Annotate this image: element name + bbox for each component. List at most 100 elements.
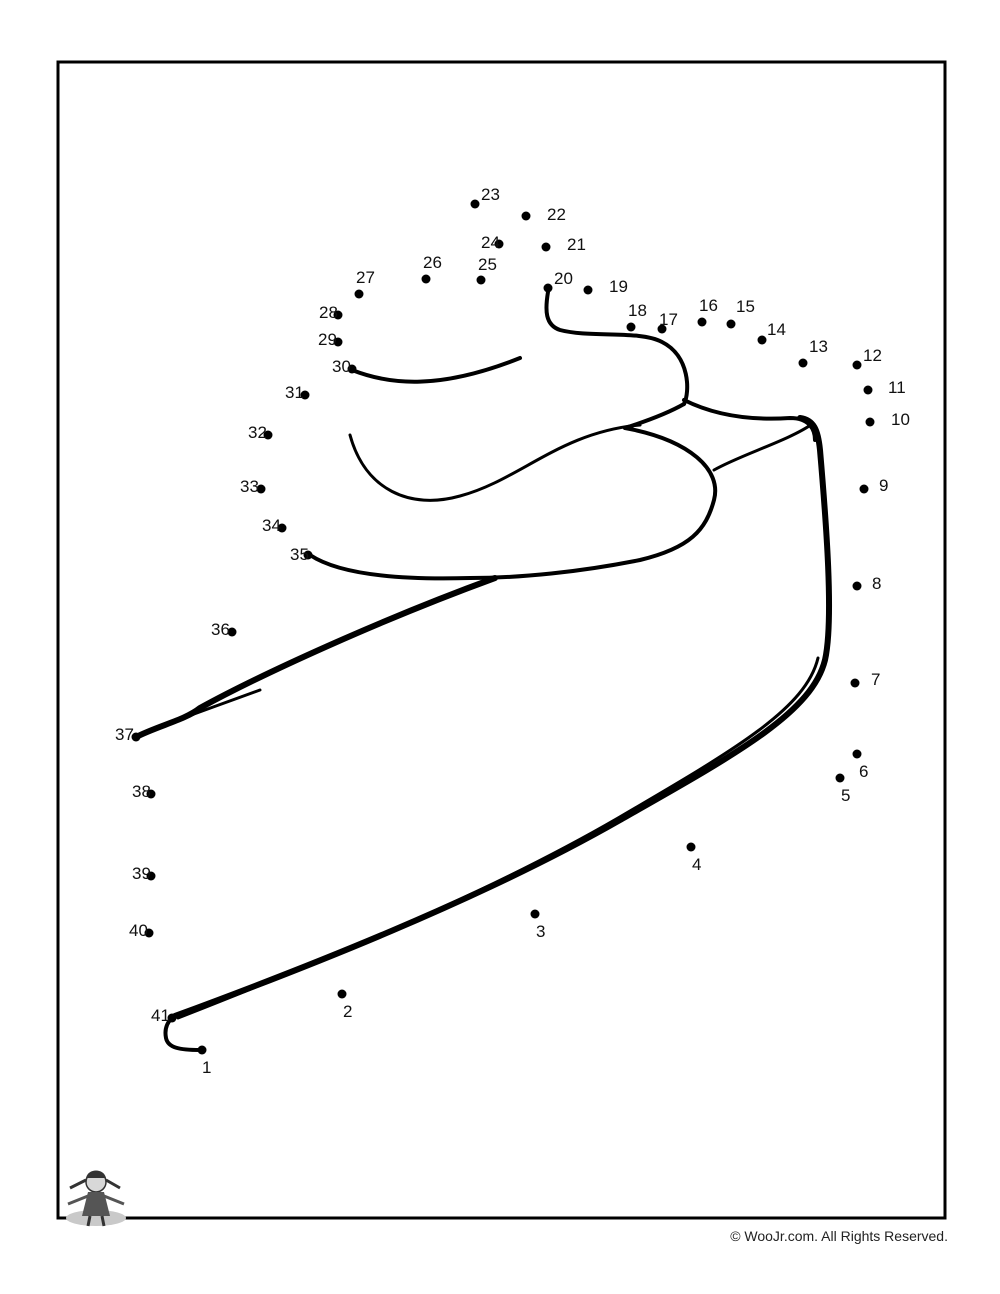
dot-number-label: 40 bbox=[129, 921, 148, 940]
dot-number-label: 27 bbox=[356, 268, 375, 287]
dot-number-label: 22 bbox=[547, 205, 566, 224]
dot-23: 23 bbox=[470, 185, 500, 209]
dot-marker bbox=[852, 360, 862, 370]
dot-marker bbox=[865, 417, 875, 427]
dot-number-label: 29 bbox=[318, 330, 337, 349]
dot-37: 37 bbox=[115, 725, 141, 744]
dot-number-label: 21 bbox=[567, 235, 586, 254]
dot-number-label: 12 bbox=[863, 346, 882, 365]
dot-26: 26 bbox=[421, 253, 442, 284]
dot-number-label: 16 bbox=[699, 296, 718, 315]
dot-33: 33 bbox=[240, 477, 266, 496]
dot-number-label: 9 bbox=[879, 476, 888, 495]
dot-marker bbox=[657, 324, 667, 334]
dot-11: 11 bbox=[863, 378, 906, 397]
dot-17: 17 bbox=[657, 310, 678, 334]
dot-marker bbox=[256, 484, 266, 494]
dot-marker bbox=[521, 211, 531, 221]
dot-number-label: 4 bbox=[692, 855, 701, 874]
dot-number-label: 11 bbox=[888, 378, 906, 397]
dot-number-label: 8 bbox=[872, 574, 881, 593]
dot-number-label: 37 bbox=[115, 725, 134, 744]
dot-marker bbox=[303, 550, 313, 560]
dot-40: 40 bbox=[129, 921, 154, 940]
dot-number-label: 1 bbox=[202, 1058, 211, 1077]
dot-marker bbox=[859, 484, 869, 494]
dot-24: 24 bbox=[481, 233, 504, 252]
dot-marker bbox=[835, 773, 845, 783]
numbered-dots: 1234567891011121314151617181920212223242… bbox=[115, 185, 910, 1077]
dot-number-label: 3 bbox=[536, 922, 545, 941]
dot-21: 21 bbox=[541, 235, 586, 254]
dot-number-label: 10 bbox=[891, 410, 910, 429]
dot-marker bbox=[333, 337, 343, 347]
dot-39: 39 bbox=[132, 864, 156, 883]
dot-marker bbox=[476, 275, 486, 285]
dot-marker bbox=[333, 310, 343, 320]
dot-marker bbox=[470, 199, 480, 209]
dot-9: 9 bbox=[859, 476, 888, 495]
dot-marker bbox=[852, 749, 862, 759]
dot-number-label: 41 bbox=[151, 1006, 170, 1025]
dot-number-label: 31 bbox=[285, 383, 304, 402]
dot-marker bbox=[300, 390, 310, 400]
dot-number-label: 36 bbox=[211, 620, 230, 639]
dot-number-label: 30 bbox=[332, 357, 351, 376]
dot-number-label: 19 bbox=[609, 277, 628, 296]
page-border bbox=[56, 60, 947, 1220]
dot-8: 8 bbox=[852, 574, 881, 593]
dot-29: 29 bbox=[318, 330, 343, 349]
dot-marker bbox=[197, 1045, 207, 1055]
dot-22: 22 bbox=[521, 205, 566, 224]
dot-number-label: 38 bbox=[132, 782, 151, 801]
dot-marker bbox=[167, 1013, 177, 1023]
dot-marker bbox=[583, 285, 593, 295]
dot-number-label: 15 bbox=[736, 297, 755, 316]
dot-14: 14 bbox=[757, 320, 786, 345]
dot-1: 1 bbox=[197, 1045, 211, 1077]
dot-marker bbox=[354, 289, 364, 299]
dot-marker bbox=[697, 317, 707, 327]
dot-31: 31 bbox=[285, 383, 310, 402]
dot-marker bbox=[543, 283, 553, 293]
dot-number-label: 25 bbox=[478, 255, 497, 274]
dot-marker bbox=[852, 581, 862, 591]
dot-number-label: 2 bbox=[343, 1002, 352, 1021]
dot-28: 28 bbox=[319, 303, 343, 322]
dot-number-label: 6 bbox=[859, 762, 868, 781]
dot-marker bbox=[277, 523, 287, 533]
dot-34: 34 bbox=[262, 516, 287, 535]
dot-38: 38 bbox=[132, 782, 156, 801]
dot-marker bbox=[146, 871, 156, 881]
dot-15: 15 bbox=[726, 297, 755, 329]
dot-marker bbox=[626, 322, 636, 332]
dot-number-label: 28 bbox=[319, 303, 338, 322]
dot-6: 6 bbox=[852, 749, 868, 781]
dot-number-label: 39 bbox=[132, 864, 151, 883]
dot-5: 5 bbox=[835, 773, 850, 805]
dot-marker bbox=[263, 430, 273, 440]
dot-7: 7 bbox=[850, 670, 880, 689]
dot-number-label: 17 bbox=[659, 310, 678, 329]
dot-marker bbox=[421, 274, 431, 284]
dot-number-label: 7 bbox=[871, 670, 880, 689]
dot-number-label: 32 bbox=[248, 423, 267, 442]
dot-2: 2 bbox=[337, 989, 352, 1021]
dot-marker bbox=[726, 319, 736, 329]
dot-marker bbox=[144, 928, 154, 938]
dot-16: 16 bbox=[697, 296, 718, 327]
dot-12: 12 bbox=[852, 346, 882, 370]
dot-36: 36 bbox=[211, 620, 237, 639]
dot-20: 20 bbox=[543, 269, 573, 293]
dot-number-label: 24 bbox=[481, 233, 500, 252]
dot-marker bbox=[863, 385, 873, 395]
dot-3: 3 bbox=[530, 909, 545, 941]
dot-marker bbox=[686, 842, 696, 852]
dot-number-label: 23 bbox=[481, 185, 500, 204]
dot-marker bbox=[347, 364, 357, 374]
dot-41: 41 bbox=[151, 1006, 177, 1025]
dot-19: 19 bbox=[583, 277, 628, 296]
dot-35: 35 bbox=[290, 545, 313, 564]
dot-13: 13 bbox=[798, 337, 828, 368]
dot-marker bbox=[494, 239, 504, 249]
